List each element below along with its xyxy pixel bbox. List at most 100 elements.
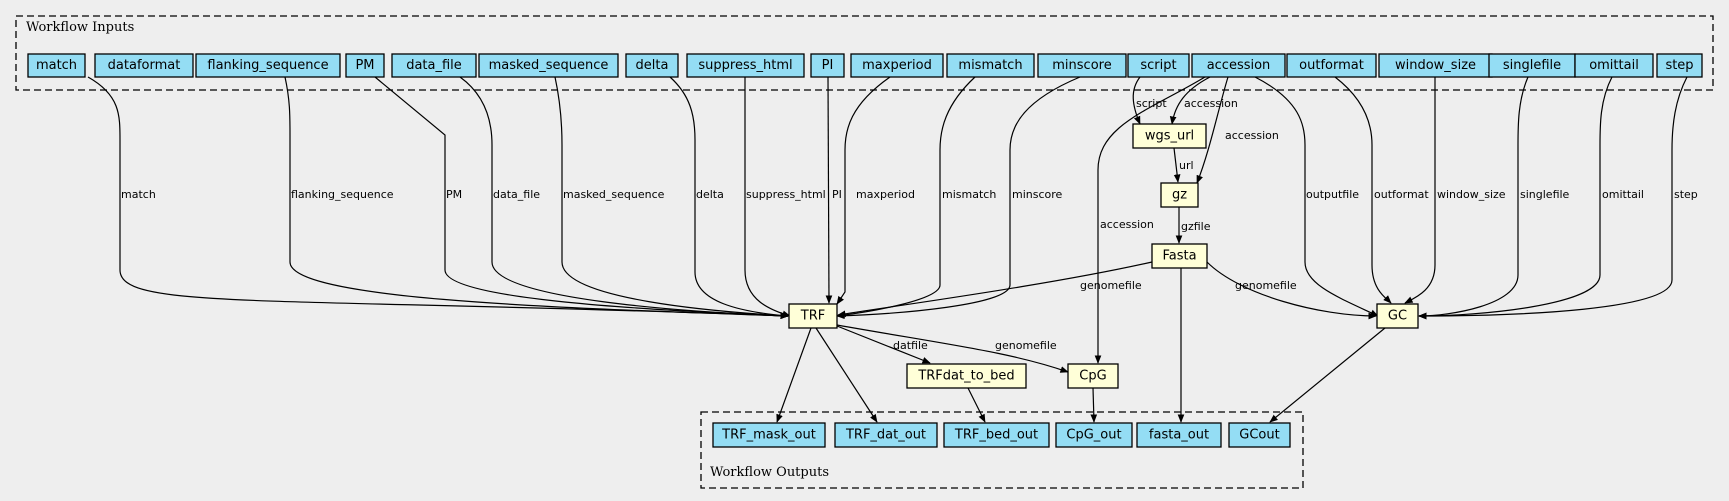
edge-label: match — [121, 188, 156, 201]
edge-label: suppress_html — [746, 188, 826, 201]
svg-text:mismatch: mismatch — [958, 58, 1022, 73]
input-node-pm[interactable]: PM — [345, 53, 385, 78]
inputs-cluster-title: Workflow Inputs — [26, 20, 134, 35]
input-node-match[interactable]: match — [27, 53, 86, 78]
input-node-outformat[interactable]: outformat — [1286, 53, 1377, 78]
input-node-omittail[interactable]: omittail — [1574, 53, 1654, 78]
edge-path — [967, 387, 986, 423]
output-node-fasta-out[interactable]: fasta_out — [1136, 422, 1222, 448]
svg-text:TRF_dat_out: TRF_dat_out — [845, 428, 926, 443]
edge-label: mismatch — [942, 188, 996, 201]
inputs-cluster: Workflow Inputs — [15, 15, 1714, 91]
output-node-cpg-out[interactable]: CpG_out — [1055, 422, 1133, 448]
edge-path — [1418, 76, 1613, 320]
svg-text:suppress_html: suppress_html — [698, 58, 792, 73]
edge-TRFdat_to_bed-to-TRF_bed_out — [967, 387, 986, 423]
input-node-step[interactable]: step — [1656, 53, 1703, 78]
svg-text:CpG: CpG — [1079, 369, 1106, 384]
edge-label: delta — [696, 188, 724, 201]
output-node-gcout[interactable]: GCout — [1228, 422, 1291, 448]
input-node-dataformat[interactable]: dataformat — [94, 53, 194, 78]
input-node-data-file[interactable]: data_file — [391, 53, 477, 78]
input-node-script[interactable]: script — [1127, 53, 1190, 78]
edge-path — [836, 76, 1081, 320]
edge-path — [1132, 76, 1141, 125]
edge-path — [836, 76, 976, 319]
step-node-trf[interactable]: TRF — [788, 303, 838, 329]
input-node-suppress-html[interactable]: suppress_html — [686, 53, 805, 78]
svg-text:PI: PI — [822, 58, 834, 73]
edge-path — [1254, 76, 1379, 317]
output-node-trf-mask-out[interactable]: TRF_mask_out — [712, 422, 826, 448]
edge-label: omittail — [1602, 188, 1644, 201]
svg-text:Fasta: Fasta — [1162, 249, 1196, 264]
edge-path — [1418, 76, 1529, 320]
input-node-mismatch[interactable]: mismatch — [946, 53, 1035, 78]
input-node-masked-sequence[interactable]: masked_sequence — [478, 53, 619, 78]
svg-text:TRF: TRF — [800, 309, 825, 324]
step-node-gc[interactable]: GC — [1376, 303, 1419, 329]
edge-GC-to-GCout — [1269, 327, 1386, 423]
edge-label: masked_sequence — [563, 188, 665, 201]
edge-CpG-to-CpG_out — [1090, 387, 1098, 423]
step-node-fasta[interactable]: Fasta — [1151, 243, 1208, 269]
edge-label: script — [1136, 97, 1167, 110]
output-node-trf-bed-out[interactable]: TRF_bed_out — [943, 422, 1050, 448]
edge-wgs_url-to-gz: url — [1173, 147, 1194, 183]
edge-label: outputfile — [1306, 188, 1359, 201]
edge-label: outformat — [1374, 188, 1429, 201]
svg-text:CpG_out: CpG_out — [1066, 428, 1121, 443]
svg-text:TRFdat_to_bed: TRFdat_to_bed — [917, 369, 1014, 384]
input-nodes: match dataformat flanking_sequence PM da… — [27, 53, 1703, 78]
input-node-maxperiod[interactable]: maxperiod — [850, 53, 944, 78]
svg-text:wgs_url: wgs_url — [1145, 129, 1194, 144]
edge-path — [669, 76, 789, 319]
edge-TRF-to-TRF_dat_out — [815, 327, 878, 423]
edge-label: maxperiod — [856, 188, 915, 201]
outputs-cluster: Workflow Outputs — [700, 411, 1304, 489]
edge-omittail-to-GC: omittail — [1418, 76, 1644, 320]
svg-text:omittail: omittail — [1589, 58, 1639, 73]
svg-text:TRF_mask_out: TRF_mask_out — [721, 428, 816, 443]
svg-text:masked_sequence: masked_sequence — [489, 58, 609, 73]
edge-path — [815, 327, 878, 423]
edge-label: gzfile — [1181, 220, 1211, 233]
edge-path — [1334, 76, 1392, 304]
input-node-pi[interactable]: PI — [810, 53, 845, 78]
step-node-gz[interactable]: gz — [1160, 182, 1199, 208]
edge-flanking_sequence-to-TRF: flanking_sequence — [284, 76, 789, 320]
svg-text:flanking_sequence: flanking_sequence — [207, 58, 328, 73]
edge-step-to-GC: step — [1418, 76, 1698, 320]
svg-text:GC: GC — [1388, 309, 1407, 324]
edge-label: singlefile — [1520, 188, 1570, 201]
input-node-minscore[interactable]: minscore — [1037, 53, 1127, 78]
input-node-accession[interactable]: accession — [1191, 53, 1286, 78]
edge-path — [836, 324, 1069, 373]
edge-path — [744, 77, 791, 318]
svg-text:match: match — [36, 58, 77, 73]
step-node-cpg[interactable]: CpG — [1067, 363, 1119, 389]
edge-label: genomefile — [995, 339, 1057, 352]
svg-text:minscore: minscore — [1052, 58, 1111, 73]
edge-label: datfile — [893, 339, 928, 352]
svg-text:step: step — [1665, 58, 1693, 73]
step-node-wgs-url[interactable]: wgs_url — [1132, 123, 1207, 149]
input-node-flanking-sequence[interactable]: flanking_sequence — [195, 53, 341, 78]
output-node-trf-dat-out[interactable]: TRF_dat_out — [834, 422, 938, 448]
input-node-singlefile[interactable]: singlefile — [1488, 53, 1576, 78]
edge-window_size-to-GC: window_size — [1404, 77, 1506, 304]
edge-label: accession — [1184, 97, 1238, 110]
edge-accession-to-wgs_url: accession — [1169, 76, 1238, 125]
edge-accession-to-GC: outputfile — [1254, 76, 1379, 317]
input-node-delta[interactable]: delta — [625, 53, 679, 78]
edge-label: PM — [446, 188, 462, 201]
input-node-window-size[interactable]: window_size — [1378, 53, 1493, 78]
edge-singlefile-to-GC: singlefile — [1418, 76, 1570, 320]
step-node-trfdat-to-bed[interactable]: TRFdat_to_bed — [906, 363, 1027, 389]
svg-text:gz: gz — [1172, 188, 1187, 203]
edge-path — [1173, 147, 1181, 183]
edge-label: flanking_sequence — [291, 188, 394, 201]
svg-text:outformat: outformat — [1299, 58, 1364, 73]
